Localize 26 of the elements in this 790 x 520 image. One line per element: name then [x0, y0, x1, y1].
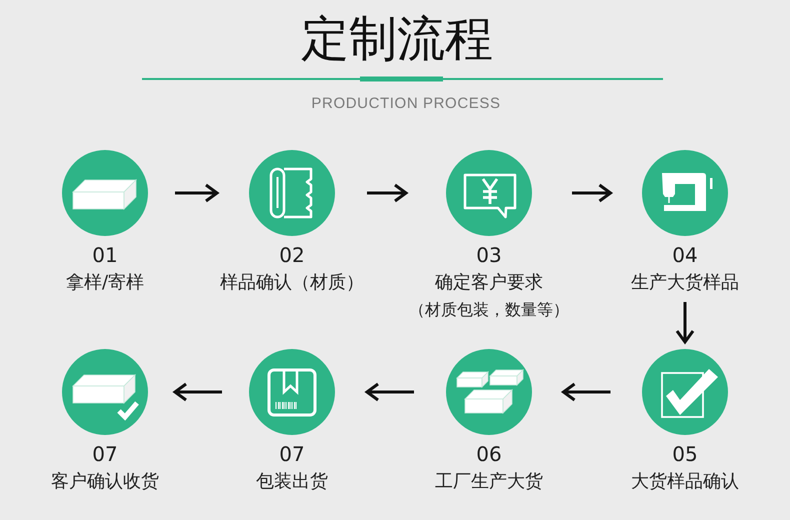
- title: 定制流程: [301, 10, 493, 68]
- step-label: 生产大货样品: [631, 271, 739, 295]
- step-number: 05: [672, 442, 698, 466]
- step-label: 拿样/寄样: [66, 271, 144, 295]
- step-number: 07: [92, 442, 118, 466]
- step-number: 02: [279, 243, 305, 267]
- step-number: 04: [672, 243, 698, 267]
- arrow: [572, 184, 612, 202]
- arrow: [366, 382, 414, 402]
- step-label: 样品确认（材质）: [220, 271, 364, 295]
- step-label: 工厂生产大货: [435, 470, 543, 494]
- step-number: 01: [92, 243, 118, 267]
- arrow: [367, 184, 408, 202]
- step-label: 确定客户要求: [435, 271, 543, 295]
- step-number: 07: [279, 442, 305, 466]
- step-number: 06: [476, 442, 502, 466]
- step-label: 客户确认收货: [51, 470, 159, 494]
- step-label: 包装出货: [256, 470, 328, 494]
- subtitle: PRODUCTION PROCESS: [311, 94, 501, 114]
- step-number: 03: [476, 243, 502, 267]
- arrow: [174, 382, 222, 402]
- arrow: [562, 382, 610, 402]
- step-label: 大货样品确认: [631, 470, 739, 494]
- arrow: [676, 302, 694, 344]
- arrow: [175, 184, 218, 202]
- step-note: （材质包装，数量等）: [409, 299, 569, 321]
